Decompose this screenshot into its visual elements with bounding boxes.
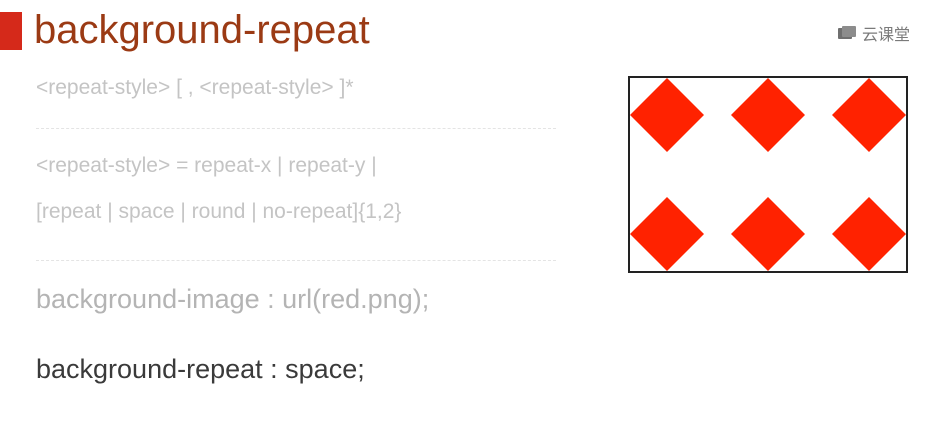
red-diamond-tile bbox=[731, 197, 805, 271]
background-image-declaration: background-image : url(red.png); bbox=[36, 284, 430, 314]
title-accent-bar bbox=[0, 12, 22, 50]
divider bbox=[36, 260, 556, 261]
divider bbox=[36, 128, 556, 129]
red-diamond-tile bbox=[832, 78, 906, 152]
red-diamond-tile bbox=[731, 78, 805, 152]
brand-label: 云课堂 bbox=[861, 27, 910, 44]
brand-logo: 云课堂 bbox=[837, 21, 910, 45]
syntax-line-1: <repeat-style> [ , <repeat-style> ]* bbox=[36, 76, 354, 99]
red-diamond-tile bbox=[832, 197, 906, 271]
syntax-line-2: <repeat-style> = repeat-x | repeat-y | bbox=[36, 154, 377, 177]
red-diamond-tile bbox=[630, 197, 704, 271]
repeat-space-demo-box bbox=[628, 76, 908, 273]
red-diamond-tile bbox=[630, 78, 704, 152]
syntax-line-3: [repeat | space | round | no-repeat]{1,2… bbox=[36, 200, 402, 223]
cloud-classroom-logo-icon bbox=[837, 26, 856, 39]
demo-tiles bbox=[630, 78, 906, 271]
background-repeat-declaration: background-repeat : space; bbox=[36, 354, 365, 384]
slide-title: background-repeat bbox=[34, 8, 370, 52]
